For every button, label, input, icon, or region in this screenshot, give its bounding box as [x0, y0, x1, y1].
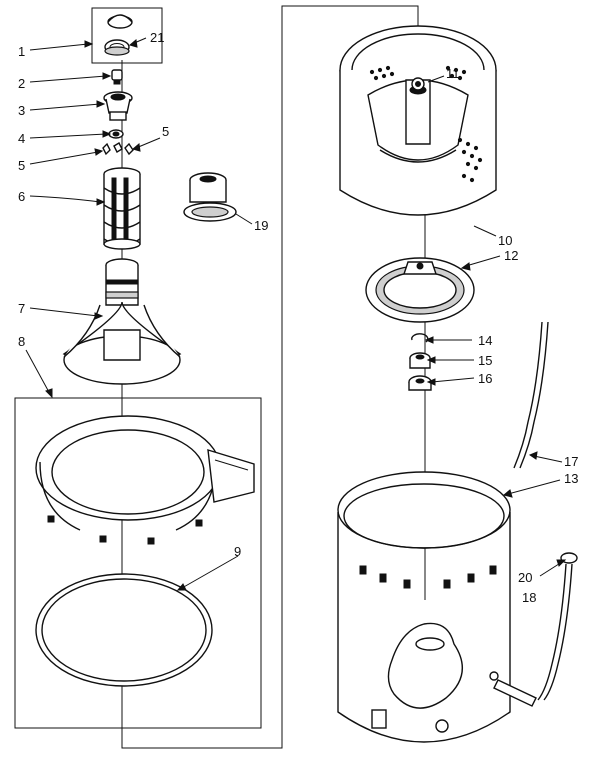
bushing — [183, 172, 237, 222]
callout-15: 15 — [478, 353, 492, 368]
callout-2: 2 — [18, 76, 25, 91]
washer — [108, 129, 124, 139]
callout-19: 19 — [254, 218, 268, 233]
callout-8: 8 — [18, 334, 25, 349]
drain-hose — [513, 321, 549, 469]
callout-7: 7 — [18, 301, 25, 316]
tub-hose — [489, 552, 578, 707]
leader-lines — [25, 37, 567, 591]
coupling — [409, 352, 431, 369]
callout-labels: 1 21 2 3 4 5 5 6 19 7 8 9 11 10 12 14 15… — [18, 30, 578, 605]
callout-20: 20 — [518, 570, 532, 585]
outer-tub — [337, 471, 511, 743]
callout-6: 6 — [18, 189, 25, 204]
agitator-dog-cap — [103, 91, 133, 121]
callout-3: 3 — [18, 103, 25, 118]
callout-13: 13 — [564, 471, 578, 486]
callout-16: 16 — [478, 371, 492, 386]
agitator-cap-assembly — [104, 14, 133, 56]
callout-12: 12 — [504, 248, 518, 263]
callout-5-left: 5 — [18, 158, 25, 173]
callout-11: 11 — [446, 66, 460, 81]
agitator-dogs — [102, 142, 134, 156]
spin-basket — [339, 25, 497, 216]
callout-4: 4 — [18, 131, 25, 146]
basket-perforations — [369, 65, 483, 183]
tub-seal-ring — [35, 573, 213, 687]
callout-9: 9 — [234, 544, 241, 559]
spanner-nut — [408, 375, 432, 391]
callout-14: 14 — [478, 333, 492, 348]
callout-5-right: 5 — [162, 124, 169, 139]
callout-10: 10 — [498, 233, 512, 248]
drive-plate — [365, 257, 475, 323]
callout-1: 1 — [18, 44, 25, 59]
callout-21: 21 — [150, 30, 164, 45]
callout-17: 17 — [564, 454, 578, 469]
agitator-base — [62, 258, 182, 385]
cap-nut — [111, 69, 123, 85]
callout-18: 18 — [522, 590, 536, 605]
basket-nut — [411, 77, 425, 91]
agitator-auger — [103, 167, 141, 250]
tub-ring — [35, 415, 255, 545]
